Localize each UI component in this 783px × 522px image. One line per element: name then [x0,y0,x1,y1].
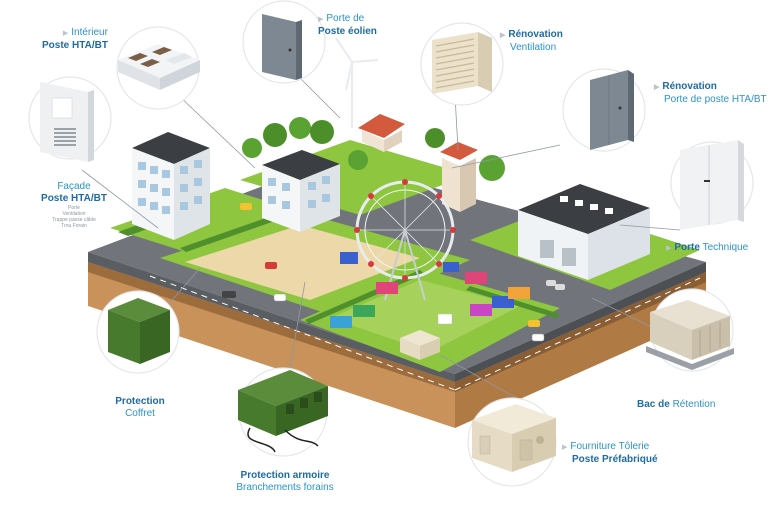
hta-door-icon [590,70,634,150]
technical-door-icon [680,140,744,230]
label-coffret: Protection Coffret [115,396,165,419]
prefab-substation-scene [400,330,440,360]
protection-cabinet-icon [238,370,328,453]
triangle-icon: ▶ [62,30,69,37]
triangle-icon: ▶ [318,16,324,23]
triangle-icon: ▶ [666,245,672,252]
tower-house [440,142,478,212]
facade-panel-icon [40,82,94,162]
house-red-roof [358,114,405,152]
triangle-icon: ▶ [654,84,660,91]
label-bac-retention: Bac de Rétention [637,399,716,410]
label-eolien: ▶Porte de Poste éolien [318,13,377,37]
fair-stalls [330,252,530,328]
triangle-icon: ▶ [500,32,506,39]
triangle-icon: ▶ [562,444,568,451]
protection-box-icon [108,298,170,364]
ventilation-grille-icon [432,32,492,94]
cars [222,203,565,342]
office-building-left [132,132,210,240]
label-ventilation: ▶Rénovation Ventilation [500,29,563,53]
retention-tank-icon [646,300,734,370]
callout-lines [81,74,681,401]
label-facade: Façade Poste HTA/BT Porte Ventilation Tr… [41,181,107,229]
interior-substation-icon [118,44,200,90]
prefab-substation-icon [472,404,556,472]
wind-turbine [335,37,379,128]
label-porte-hta: ▶Rénovation Porte de poste HTA/BT [654,81,767,105]
label-prefab: ▶Fourniture Tôlerie Poste Préfabriqué [562,441,658,465]
wind-station-door-icon [262,14,302,80]
office-building-middle [262,150,340,232]
label-armoire: Protection armoire Branchements forains [236,470,334,493]
label-porte-technique: ▶Porte Technique [666,242,749,253]
label-interieur: ▶Intérieur Poste HTA/BT [42,27,108,51]
